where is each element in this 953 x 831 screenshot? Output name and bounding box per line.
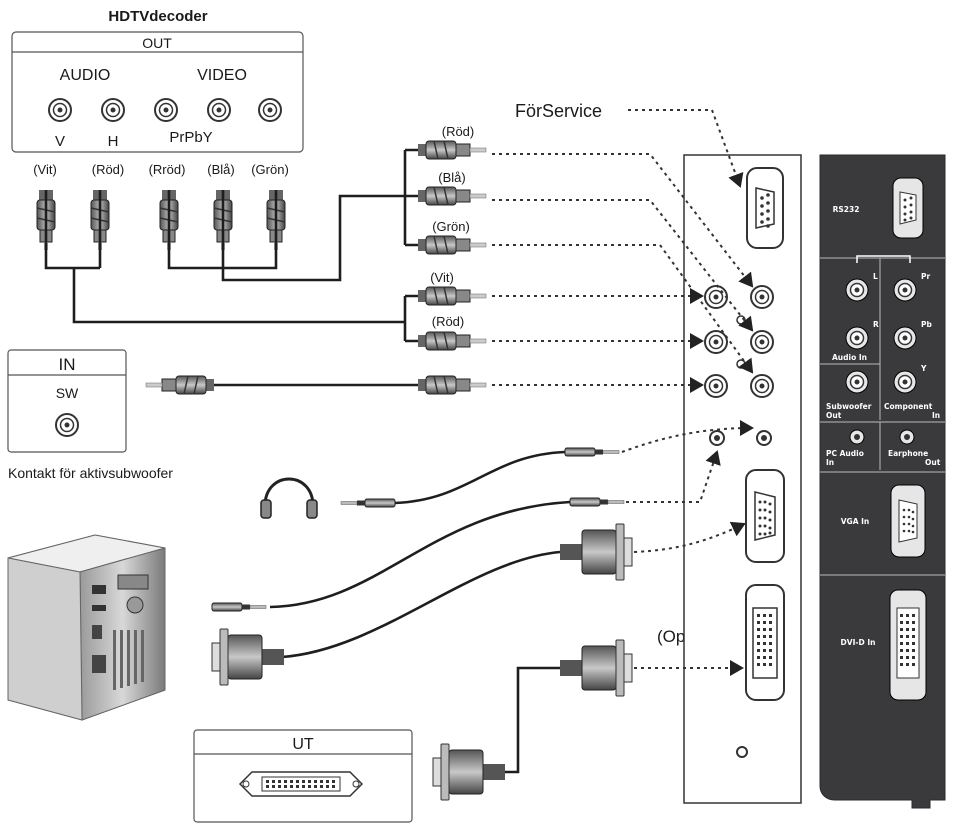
tv-jack-pr [750, 285, 774, 309]
cable-plug-gron [417, 235, 487, 255]
subwoofer-caption: Kontakt för aktivsubwoofer [8, 465, 173, 481]
tv-jack-subwoofer [704, 374, 728, 398]
cable-label-rod-top: (Röd) [442, 124, 475, 139]
panel-jack-y [893, 370, 917, 394]
cable-plug-rod-mid [417, 331, 487, 351]
panel-pc-audio-label-2: In [826, 458, 834, 467]
panel-r-label: R [873, 320, 879, 329]
earphone-plug [564, 447, 620, 457]
dvi-out-box: UT [193, 729, 413, 823]
decoder-jack-pr [154, 98, 178, 122]
subwoofer-sw-label: SW [56, 385, 79, 401]
cable-plug-sw-right [417, 375, 487, 395]
pc-audio-plug-tv [569, 497, 625, 507]
decoder-plugs [36, 189, 286, 251]
panel-vga-in-label: VGA In [841, 517, 870, 526]
tv-jack-audio-r [704, 330, 728, 354]
panel-pr-label: Pr [921, 272, 930, 281]
panel-vga-port [890, 484, 926, 558]
decoder-video-label: VIDEO [197, 67, 247, 84]
subwoofer-in-header: IN [59, 355, 76, 374]
tv-back-panel: RS232 L Pr R Pb Y Audio In Subwoofer Out… [819, 154, 946, 809]
plug-label-vit: (Vit) [33, 162, 57, 177]
panel-jack-pr [893, 278, 917, 302]
decoder-audio-label: AUDIO [60, 67, 111, 84]
panel-rs232-label: RS232 [833, 205, 860, 214]
panel-l-label: L [873, 272, 878, 281]
decoder-jack-h [101, 98, 125, 122]
decoder-jack-pb [207, 98, 231, 122]
plug-label-bla: (Blå) [207, 162, 234, 177]
decoder-jack-y [258, 98, 282, 122]
panel-earphone-label-2: Out [925, 458, 941, 467]
decoder-out-header: OUT [142, 35, 172, 51]
panel-jack-r [845, 326, 869, 350]
dvi-plug [559, 639, 633, 697]
panel-jack-pb [893, 326, 917, 350]
headphones-icon [260, 477, 318, 519]
dvi-out-plug [432, 743, 506, 801]
cable-plug-rod-top [417, 140, 487, 160]
tv-rs232-port [746, 167, 784, 249]
dvi-out-port-icon [238, 771, 364, 797]
dvi-out-header: UT [292, 736, 314, 753]
decoder-jack-h-label: H [108, 133, 119, 150]
cable-label-gron: (Grön) [432, 219, 470, 234]
tv-side-panel [683, 154, 802, 804]
panel-dvi-in-label: DVI-D In [841, 638, 876, 647]
panel-pb-label: Pb [921, 320, 932, 329]
plug-label-gron: (Grön) [251, 162, 289, 177]
panel-y-label: Y [920, 364, 927, 373]
cables [44, 148, 571, 774]
decoder-jack-v [48, 98, 72, 122]
tv-jack-y [750, 374, 774, 398]
panel-jack-l [845, 278, 869, 302]
decoder-title: HDTVdecoder [108, 8, 207, 25]
panel-pc-audio-label-1: PC Audio [826, 449, 864, 458]
connection-arrows [492, 109, 754, 676]
panel-earphone-label-1: Earphone [888, 449, 928, 458]
panel-subwoofer-out-label-1: Subwoofer [826, 402, 872, 411]
cable-plug-bla [417, 186, 487, 206]
decoder-jack-prpby-label: PrPbY [169, 129, 212, 146]
panel-audio-in-label: Audio In [832, 353, 867, 362]
pc-vga-plug [211, 628, 285, 686]
cable-label-vit: (Vit) [430, 270, 454, 285]
panel-rs232-port [892, 177, 924, 239]
vga-plug [559, 523, 633, 581]
panel-subwoofer-out-label-2: Out [826, 411, 842, 420]
panel-dvi-port [889, 589, 927, 701]
subwoofer-box: IN SW [7, 349, 127, 453]
tv-jack-pb [750, 330, 774, 354]
decoder-jack-v-label: V [55, 133, 65, 150]
pc-tower-icon [7, 534, 166, 721]
panel-component-in-label-2: In [932, 411, 940, 420]
pc-audio-plug [211, 602, 267, 612]
cable-plug-vit [417, 286, 487, 306]
tv-vga-port [745, 469, 785, 563]
cable-label-rod-mid: (Röd) [432, 314, 465, 329]
headphone-plug [340, 498, 396, 508]
hdtv-decoder: HDTVdecoder OUT AUDIO VIDEO V H PrPbY [11, 8, 304, 153]
cable-plug-sw-left [145, 375, 215, 395]
plug-label-rod: (Röd) [92, 162, 125, 177]
subwoofer-jack [55, 413, 79, 437]
service-label: FörService [515, 101, 602, 121]
tv-dvi-port [745, 584, 785, 701]
panel-component-in-label-1: Component [884, 402, 933, 411]
tv-jack-audio-l [704, 285, 728, 309]
plug-label-rrod: (Rröd) [149, 162, 186, 177]
cable-label-bla: (Blå) [438, 170, 465, 185]
panel-jack-subwoofer [845, 370, 869, 394]
